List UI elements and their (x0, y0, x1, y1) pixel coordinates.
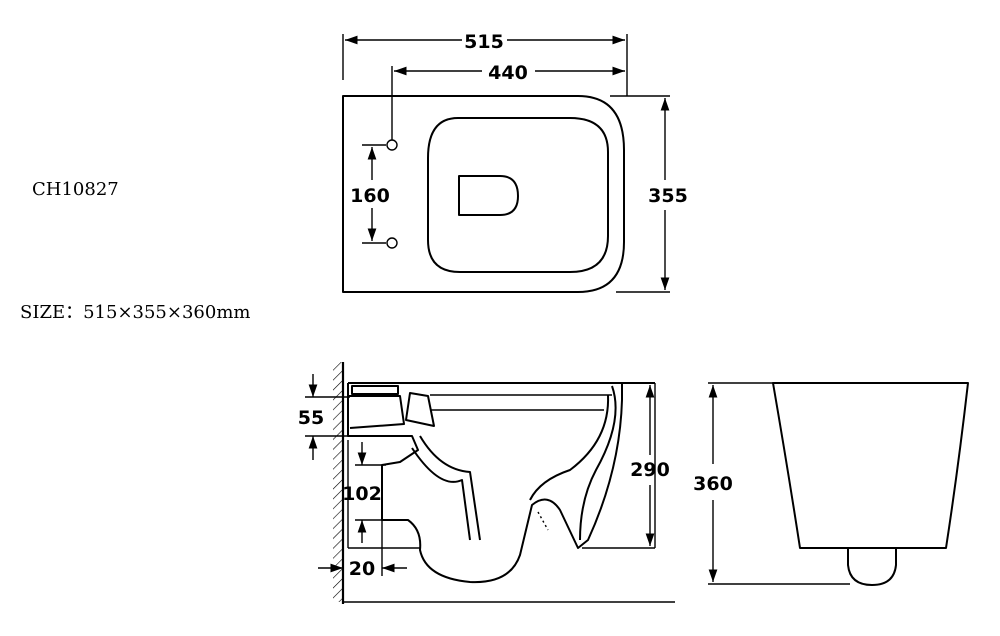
fixing-hole-top (386, 139, 398, 151)
side-view: 360 (693, 382, 969, 586)
side-view-trap (847, 548, 897, 586)
dim-width: 355 (648, 185, 688, 207)
dim-total-height: 360 (693, 473, 733, 495)
model-number: CH10827 (32, 179, 119, 200)
fixing-hole-bottom (386, 237, 398, 249)
section-view: 55 102 20 290 (298, 362, 675, 604)
dim-outlet-offset: 20 (349, 558, 375, 580)
dim-overall-length: 515 (464, 31, 504, 53)
top-view-rim (427, 117, 609, 273)
side-view-outline (772, 382, 969, 549)
flush-inlet (351, 385, 399, 395)
dim-bowl-depth: 290 (630, 459, 670, 481)
dim-fixing-height: 55 (298, 407, 324, 429)
top-view-outline (342, 95, 625, 293)
size-label: SIZE：515×355×360mm (20, 302, 250, 323)
dim-pan-length: 440 (488, 62, 528, 84)
wall-hatch (333, 362, 343, 602)
drain-outline (458, 175, 519, 216)
top-view: 515 440 160 355 (342, 31, 688, 293)
dim-outlet-height: 102 (342, 483, 382, 505)
dim-fixing-spacing: 160 (350, 185, 390, 207)
